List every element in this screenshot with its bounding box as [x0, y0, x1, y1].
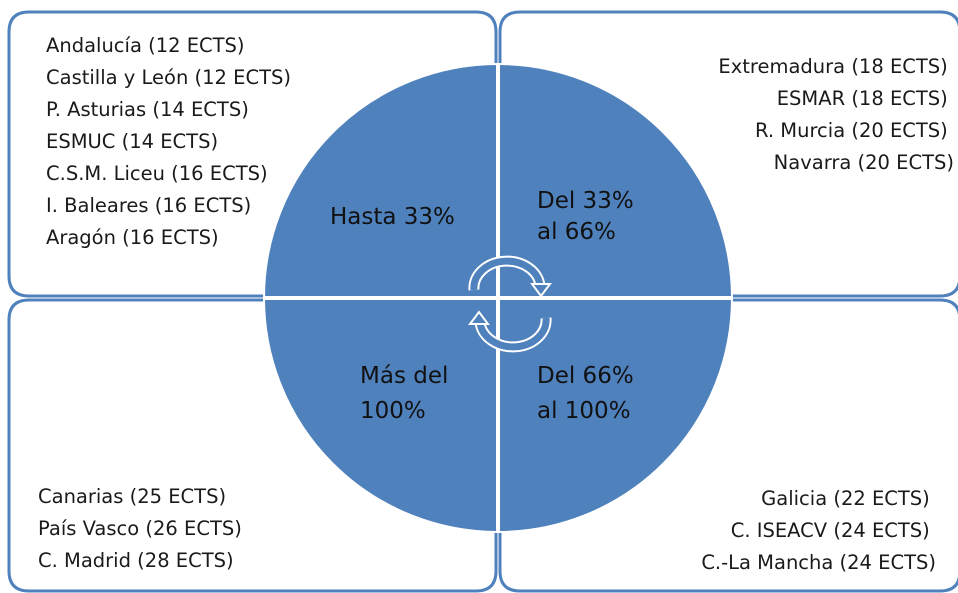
list-item: C. ISEACV (24 ECTS)	[731, 519, 930, 542]
list-item: R. Murcia (20 ECTS)	[755, 119, 948, 142]
list-bottom-left: Canarias (25 ECTS) País Vasco (26 ECTS) …	[38, 485, 248, 572]
list-item: País Vasco (26 ECTS)	[38, 517, 242, 540]
list-item: Aragón (16 ECTS)	[46, 226, 219, 249]
sector-label-top-right: Del 33% al 66%	[537, 188, 641, 245]
list-item: Andalucía (12 ECTS)	[46, 34, 245, 57]
list-item: ESMUC (14 ECTS)	[46, 130, 218, 153]
list-item: ESMAR (18 ECTS)	[777, 87, 948, 110]
sector-label-bottom-left: Más del 100%	[360, 363, 456, 424]
list-item: P. Asturias (14 ECTS)	[46, 98, 249, 121]
sector-label-top-left: Hasta 33%	[330, 204, 455, 230]
list-top-left: Andalucía (12 ECTS) Castilla y León (12 …	[46, 34, 297, 249]
list-item: C. Madrid (28 ECTS)	[38, 549, 234, 572]
sector-label-bottom-right: Del 66% al 100%	[537, 363, 641, 424]
list-bottom-right: Galicia (22 ECTS) C. ISEACV (24 ECTS) C.…	[701, 487, 936, 574]
list-item: C.-La Mancha (24 ECTS)	[701, 551, 936, 574]
list-item: Canarias (25 ECTS)	[38, 485, 226, 508]
central-circle	[263, 63, 733, 533]
list-item: C.S.M. Liceu (16 ECTS)	[46, 162, 268, 185]
list-item: Extremadura (18 ECTS)	[718, 55, 947, 78]
list-item: Navarra (20 ECTS)	[774, 151, 954, 174]
list-item: Galicia (22 ECTS)	[761, 487, 930, 510]
list-item: I. Baleares (16 ECTS)	[46, 194, 251, 217]
list-top-right: Extremadura (18 ECTS) ESMAR (18 ECTS) R.…	[718, 55, 954, 174]
circular-arrows-icon	[468, 255, 552, 353]
list-item: Castilla y León (12 ECTS)	[46, 66, 291, 89]
